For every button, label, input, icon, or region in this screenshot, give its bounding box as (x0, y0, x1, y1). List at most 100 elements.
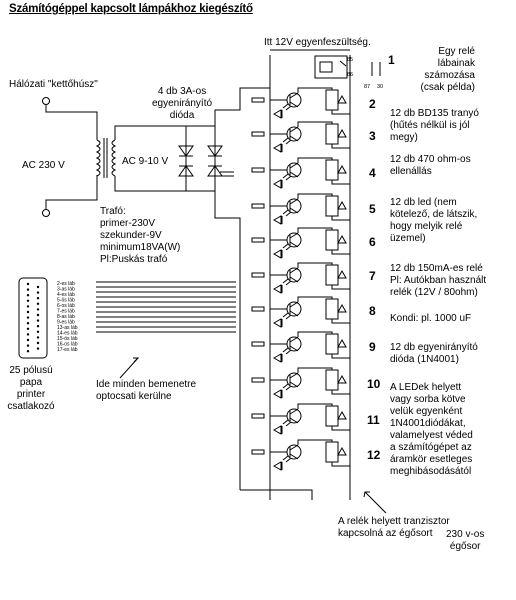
db25-connector (18, 277, 48, 359)
channel-number-9: 9 (369, 340, 376, 354)
led-8 (272, 318, 282, 328)
relay-coil-12 (325, 441, 339, 463)
led-12 (272, 461, 282, 471)
channel-number-11: 11 (367, 413, 380, 427)
led-11 (272, 425, 282, 435)
pin-label: 15-ös láb (57, 336, 78, 342)
resistor-10 (251, 377, 265, 383)
pin-label: 13-as láb (57, 325, 78, 331)
bridge-diode-4 (207, 165, 223, 177)
channel-number-1: 1 (388, 53, 395, 67)
relay-diode-11 (337, 410, 347, 420)
supply-12v-label: Itt 12V egyenfeszültség. (264, 37, 371, 48)
mains-wire-top (45, 104, 98, 140)
relay-pin-87: 87 (364, 84, 371, 90)
transformer-primary (95, 139, 101, 177)
relay-diode-10 (337, 374, 347, 384)
led-7 (272, 284, 282, 294)
relay-coil-2 (325, 89, 339, 111)
bridge-diode-1 (178, 145, 194, 157)
relay-diode-4 (337, 164, 347, 174)
pin-label: 4-es láb (57, 292, 75, 298)
relay-diode-6 (337, 234, 347, 244)
pin-label: 2-es láb (57, 281, 75, 287)
led-2 (272, 109, 282, 119)
relay-pinout-note: Egy relé lábainak számozása (csak példa) (420, 46, 475, 93)
pin-label: 5-ös láb (57, 298, 75, 304)
mains-terminal-top (42, 97, 50, 105)
pin-label: 8-as láb (57, 314, 75, 320)
resistor-6 (251, 237, 265, 243)
mains-label: Hálózati "kettőhúsz" (9, 79, 98, 90)
relay-diode-8 (337, 303, 347, 313)
bridge-diode-2 (207, 145, 223, 157)
transformer-secondary (111, 139, 117, 177)
relay-coil-11 (325, 405, 339, 427)
led-4 (272, 179, 282, 189)
led-9 (272, 353, 282, 363)
resistor-3 (251, 131, 265, 137)
bottom-note: A relék helyett tranzisztor kapcsolná az… (338, 516, 450, 539)
arrow-bottom-note (364, 491, 387, 514)
resistor-9 (251, 341, 265, 347)
pin-label: 9-es láb (57, 320, 75, 326)
relay-coil-4 (325, 159, 339, 181)
relay-diode-9 (337, 338, 347, 348)
channel-number-2: 2 (369, 97, 376, 111)
led-6 (272, 249, 282, 259)
channel-number-3: 3 (369, 129, 376, 143)
relay-coil-7 (325, 264, 339, 286)
secondary-wire-top (114, 125, 186, 140)
diagram-title: Számítógéppel kapcsolt lámpákhoz kiegész… (9, 3, 253, 15)
channel-number-10: 10 (367, 377, 381, 391)
led-5 (272, 215, 282, 225)
pin-label: 3-as láb (57, 287, 75, 293)
resistor-2 (251, 97, 265, 103)
pin-label: 17-es láb (57, 347, 78, 353)
resistor-12 (251, 449, 265, 455)
mains-wire-bottom (45, 175, 98, 209)
relay-diode-7 (337, 269, 347, 279)
relay-diode-5 (337, 200, 347, 210)
note-led: 12 db led (nem kötelező, de látszik, hog… (390, 197, 478, 244)
dc-negative-wire (214, 191, 241, 490)
bridge-diode-3 (178, 165, 194, 177)
example-relay (314, 55, 348, 79)
resistor-4 (251, 167, 265, 173)
relay-coil-8 (325, 298, 339, 320)
relay-coil-5 (325, 195, 339, 217)
note-capacitor: Kondi: pl. 1000 uF (390, 313, 472, 324)
channel-number-6: 6 (369, 235, 376, 249)
resistor-11 (251, 413, 265, 419)
connector-label: 25 pólusú papa printer csatlakozó (7, 365, 55, 412)
resistor-8 (251, 306, 265, 312)
relay-diode-2 (337, 94, 347, 104)
pin-label: 7-es láb (57, 309, 75, 315)
relay-coil-10 (325, 369, 339, 391)
pin-label: 16-os láb (57, 342, 78, 348)
ground-rail (240, 489, 313, 500)
ac230-label: AC 230 V (22, 160, 65, 171)
relay-pin-85: 85 (347, 57, 354, 63)
note-resistor: 12 db 470 ohm-os ellenállás (390, 154, 471, 177)
led-10 (272, 389, 282, 399)
note-transistor: 12 db BD135 tranyó (hűtés nélkül is jól … (390, 108, 479, 143)
optocoupler-note: Ide minden bemenetre optocsati kerülne (96, 379, 197, 402)
channel-number-8: 8 (369, 304, 376, 318)
relay-diode-3 (337, 128, 347, 138)
relay-coil-6 (325, 229, 339, 251)
resistor-5 (251, 203, 265, 209)
note-diode: 12 db egyenirányító dióda (1N4001) (390, 342, 478, 365)
mains-terminal-bottom (42, 209, 50, 217)
channel-number-5: 5 (369, 202, 376, 216)
channel-number-12: 12 (367, 448, 381, 462)
relay-diode-12 (337, 446, 347, 456)
bulb-note: 230 v-os égősor (446, 529, 485, 552)
note-relay: 12 db 150mA-es relé Pl: Autókban használ… (390, 263, 487, 298)
diodes-label: 4 db 3A-os egyenirányító dióda (152, 86, 213, 121)
pin-label: 6-os láb (57, 303, 75, 309)
led-3 (272, 143, 282, 153)
channel-number-4: 4 (369, 166, 376, 180)
ac910-label: AC 9-10 V (122, 156, 169, 167)
